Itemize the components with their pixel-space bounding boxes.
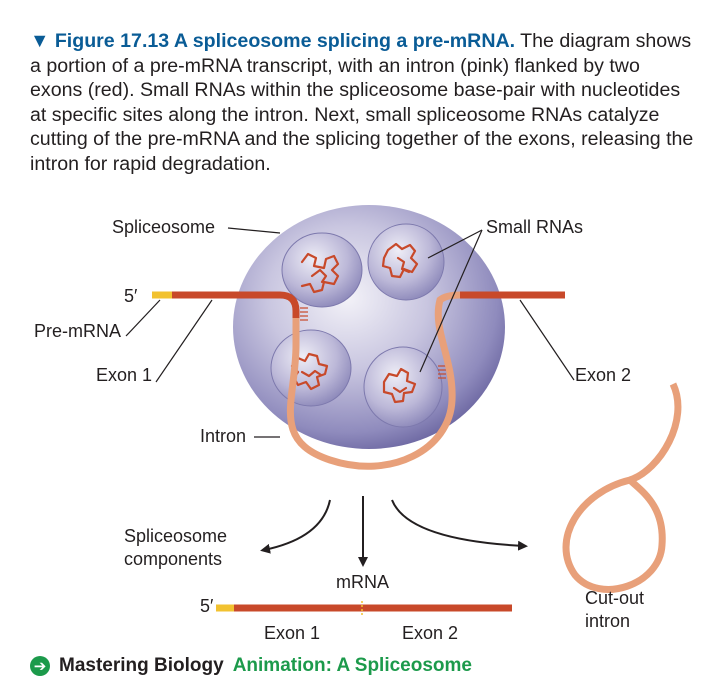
mastering-biology-link[interactable]: ➔ Mastering Biology Animation: A Spliceo… <box>30 653 472 679</box>
pre-mrna-leader <box>125 299 161 337</box>
spliceosome-body <box>233 205 505 449</box>
exon1-strand-top <box>172 291 300 318</box>
label-spliceosome-components-1: Spliceosome <box>124 526 227 546</box>
label-exon2-bottom: Exon 2 <box>402 623 458 643</box>
figure-title: ▼ Figure 17.13 A spliceosome splicing a … <box>30 30 516 52</box>
subunit-bottom-right <box>363 346 443 428</box>
label-cut-out-2: intron <box>585 611 630 631</box>
small-rnas-leader-2 <box>419 229 483 373</box>
label-exon2-top: Exon 2 <box>575 365 631 385</box>
subunit-top-right <box>367 223 445 301</box>
figure-description: The diagram shows a portion of a pre-mRN… <box>30 30 694 175</box>
arrow-to-components <box>260 499 331 554</box>
exon2-leader <box>519 299 575 381</box>
label-spliceosome: Spliceosome <box>112 217 215 237</box>
label-five-prime-top: 5′ <box>124 286 138 306</box>
label-five-prime-bottom: 5′ <box>200 596 214 616</box>
base-pair-ticks <box>300 307 446 379</box>
label-intron: Intron <box>200 426 246 446</box>
subunit-top-left <box>281 232 363 308</box>
mastering-biology-label: Mastering Biology <box>59 655 224 676</box>
arrow-right-icon: ➔ <box>30 656 50 676</box>
label-mrna: mRNA <box>336 572 389 592</box>
animation-link[interactable]: Animation: A Spliceosome <box>232 655 472 676</box>
exon1-leader <box>155 299 213 383</box>
intron-loop-top <box>286 291 461 470</box>
spliceosome-leader <box>227 227 281 234</box>
arrow-to-intron <box>391 499 528 551</box>
label-exon1-top: Exon 1 <box>96 365 152 385</box>
label-cut-out-1: Cut-out <box>585 588 644 608</box>
cut-out-intron-lariat <box>562 382 682 593</box>
label-small-rnas: Small RNAs <box>486 217 583 237</box>
small-rnas-leader-1 <box>427 229 483 259</box>
label-spliceosome-components-2: components <box>124 549 222 569</box>
label-exon1-bottom: Exon 1 <box>264 623 320 643</box>
label-pre-mrna: Pre-mRNA <box>34 321 121 341</box>
small-rna-squiggles <box>290 242 419 404</box>
figure-caption: ▼ Figure 17.13 A spliceosome splicing a … <box>30 29 695 177</box>
subunit-bottom-left <box>270 329 352 407</box>
